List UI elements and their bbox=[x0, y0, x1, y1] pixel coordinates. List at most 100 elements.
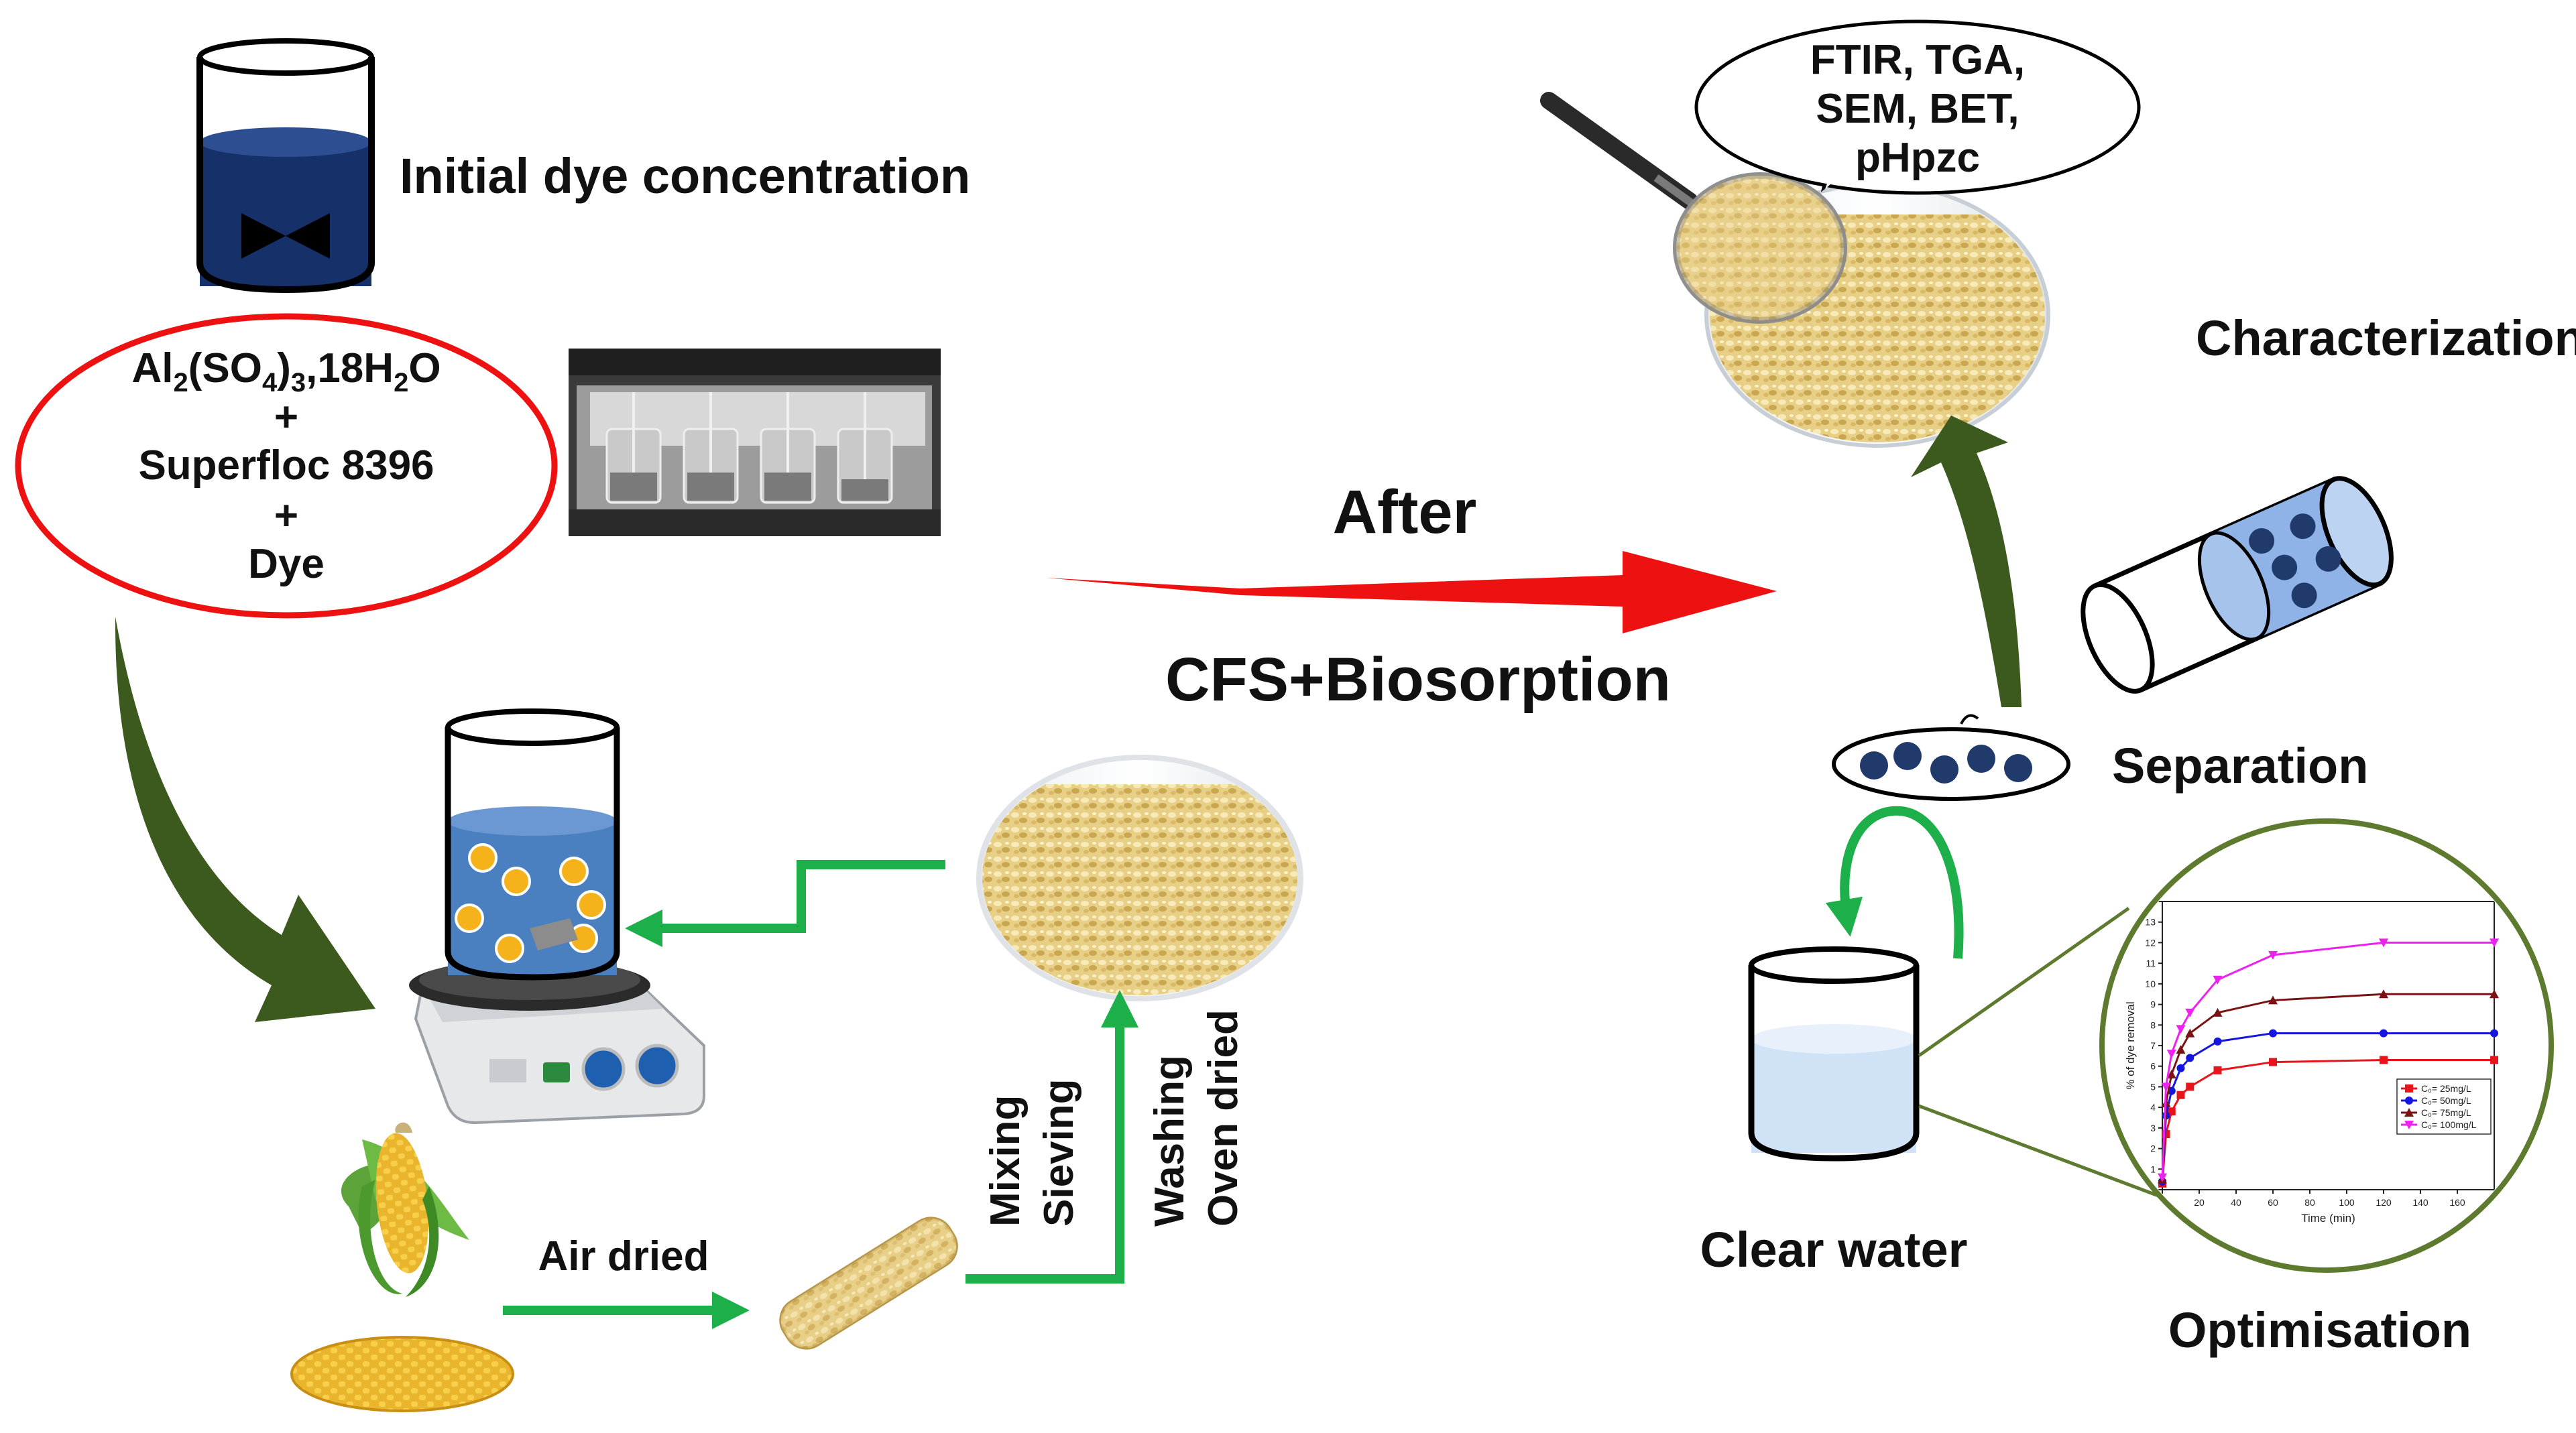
cfs-biosorption-label: CFS+Biosorption bbox=[1165, 645, 1671, 714]
jar-test-photo bbox=[569, 349, 941, 536]
legend-entry: C₀= 25mg/L bbox=[2421, 1083, 2471, 1094]
x-axis-label: Time (min) bbox=[2301, 1212, 2355, 1225]
y-tick-label: 6 bbox=[2150, 1061, 2156, 1072]
data-point bbox=[2380, 1056, 2388, 1064]
data-point bbox=[2161, 1082, 2171, 1092]
data-point bbox=[2186, 1082, 2194, 1091]
formula-o: O bbox=[408, 345, 441, 391]
optimisation-circle bbox=[2099, 818, 2554, 1273]
x-tick-label: 60 bbox=[2268, 1197, 2278, 1208]
y-tick-label: 8 bbox=[2150, 1019, 2156, 1030]
formula-h: ,18H bbox=[306, 345, 394, 391]
x-tick-label: 140 bbox=[2412, 1197, 2428, 1208]
legend-entry: C₀= 50mg/L bbox=[2421, 1095, 2471, 1106]
x-tick-label: 40 bbox=[2231, 1197, 2241, 1208]
formula-sub-3: 3 bbox=[291, 368, 306, 397]
after-label: After bbox=[1333, 478, 1477, 546]
dark-green-arrow-left bbox=[115, 617, 376, 1022]
reagent-ellipse bbox=[15, 313, 558, 619]
reagent-dye: Dye bbox=[248, 541, 325, 587]
reagent-plus-2: + bbox=[274, 493, 298, 539]
data-point bbox=[2176, 1064, 2185, 1072]
formula-al: Al bbox=[131, 345, 173, 391]
reagent-plus-1: + bbox=[274, 394, 298, 440]
data-point bbox=[2268, 995, 2278, 1005]
data-point bbox=[2166, 1070, 2176, 1078]
data-point bbox=[2490, 989, 2499, 999]
initial-dye-label: Initial dye concentration bbox=[400, 148, 970, 204]
data-point bbox=[2490, 938, 2499, 948]
dark-green-arrow-right bbox=[1911, 416, 2022, 707]
y-tick-label: 12 bbox=[2145, 937, 2156, 948]
pellet-dish-icon bbox=[1832, 714, 2070, 801]
y-tick-label: 10 bbox=[2145, 979, 2156, 989]
data-point bbox=[2405, 1084, 2413, 1093]
speech-bubble bbox=[1694, 19, 2141, 195]
data-point bbox=[2176, 1091, 2185, 1099]
data-point bbox=[2176, 1045, 2186, 1054]
data-point bbox=[2158, 1173, 2167, 1182]
dried-cob-icon bbox=[779, 1217, 958, 1350]
y-tick-label: 3 bbox=[2150, 1123, 2156, 1133]
formula-close: ) bbox=[277, 345, 291, 391]
data-point bbox=[2213, 1066, 2222, 1074]
y-tick-label: 4 bbox=[2150, 1102, 2156, 1113]
data-point bbox=[2176, 1025, 2186, 1034]
data-point bbox=[2166, 1050, 2176, 1059]
formula-sub-4: 2 bbox=[394, 368, 408, 397]
clear-water-label: Clear water bbox=[1700, 1222, 1968, 1278]
data-point bbox=[2186, 1054, 2194, 1062]
data-point bbox=[2379, 989, 2388, 999]
air-dried-label: Air dried bbox=[538, 1233, 709, 1280]
sieving-label: Sieving bbox=[1036, 1078, 1082, 1227]
reagent-formula: Al2(SO4)3,18H2O bbox=[131, 345, 441, 397]
separation-tube-icon bbox=[2081, 476, 2394, 694]
legend-entry: C₀= 100mg/L bbox=[2421, 1119, 2477, 1130]
data-point bbox=[2185, 1008, 2195, 1017]
washing-label: Washing bbox=[1147, 1055, 1193, 1227]
data-point bbox=[2213, 1037, 2222, 1046]
y-axis-label: % of dye removal bbox=[2124, 1001, 2137, 1089]
green-arrow-to-clear-water bbox=[1825, 806, 1964, 959]
x-tick-label: 120 bbox=[2376, 1197, 2392, 1208]
x-tick-label: 80 bbox=[2304, 1197, 2315, 1208]
reagent-superfloc: Superfloc 8396 bbox=[138, 442, 434, 489]
data-point bbox=[2380, 1029, 2388, 1038]
y-tick-label: 1 bbox=[2150, 1164, 2156, 1174]
data-point bbox=[2269, 1029, 2277, 1038]
clear-water-beaker-icon bbox=[1748, 946, 1920, 1162]
separation-label: Separation bbox=[2112, 738, 2368, 794]
green-arrow-to-stirrer bbox=[625, 860, 945, 947]
data-point bbox=[2268, 950, 2278, 960]
data-point bbox=[2167, 1107, 2176, 1116]
data-point bbox=[2213, 975, 2223, 985]
data-point bbox=[2490, 1029, 2498, 1038]
connector-line-top bbox=[1918, 906, 2130, 1058]
stirred-beaker-icon bbox=[445, 708, 620, 981]
y-tick-label: 11 bbox=[2146, 958, 2156, 969]
optimisation-label: Optimisation bbox=[2168, 1302, 2471, 1358]
connector-line-bottom bbox=[1918, 1104, 2170, 1202]
data-point bbox=[2213, 1007, 2223, 1017]
corn-cob-icon bbox=[341, 1122, 469, 1297]
y-tick-label: 2 bbox=[2150, 1143, 2156, 1154]
red-arrow bbox=[1046, 551, 1777, 633]
data-point bbox=[2405, 1097, 2413, 1105]
y-tick-label: 7 bbox=[2150, 1040, 2156, 1051]
biosorbent-bowl-icon bbox=[976, 755, 1303, 1001]
oven-dried-label: Oven dried bbox=[1200, 1009, 1246, 1227]
x-tick-label: 20 bbox=[2194, 1197, 2205, 1208]
data-point bbox=[2490, 1056, 2498, 1064]
mixing-label: Mixing bbox=[982, 1095, 1029, 1227]
speech-line-1: FTIR, TGA, bbox=[1810, 37, 2025, 83]
x-tick-label: 160 bbox=[2449, 1197, 2465, 1208]
y-tick-label: 9 bbox=[2150, 999, 2156, 1010]
dye-beaker-icon bbox=[196, 38, 375, 294]
formula-so: (SO bbox=[188, 345, 262, 391]
data-point bbox=[2404, 1108, 2414, 1117]
sieve-icon bbox=[1540, 92, 1847, 324]
formula-sub-2: 4 bbox=[262, 368, 278, 397]
x-tick-label: 100 bbox=[2339, 1197, 2355, 1208]
